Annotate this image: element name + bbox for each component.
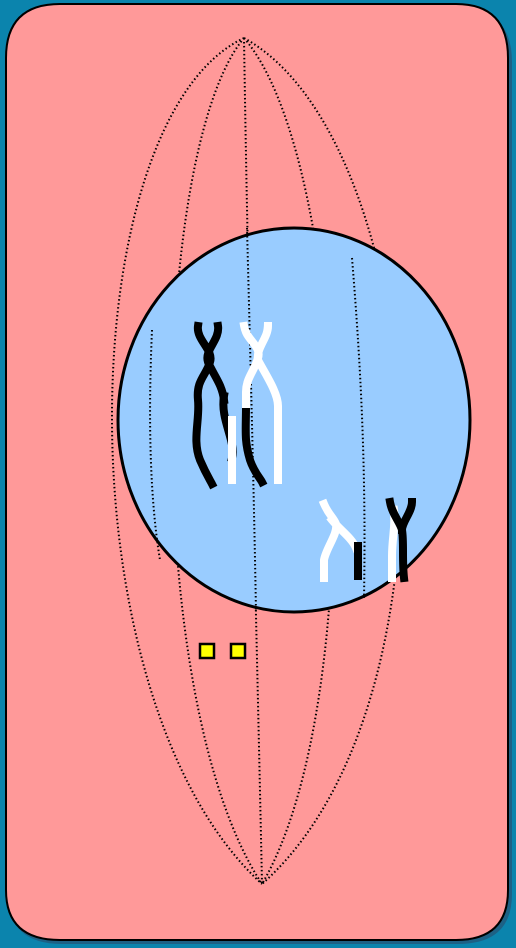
centriole-right	[231, 644, 245, 658]
nucleus	[118, 228, 470, 612]
centriole-left	[200, 644, 214, 658]
